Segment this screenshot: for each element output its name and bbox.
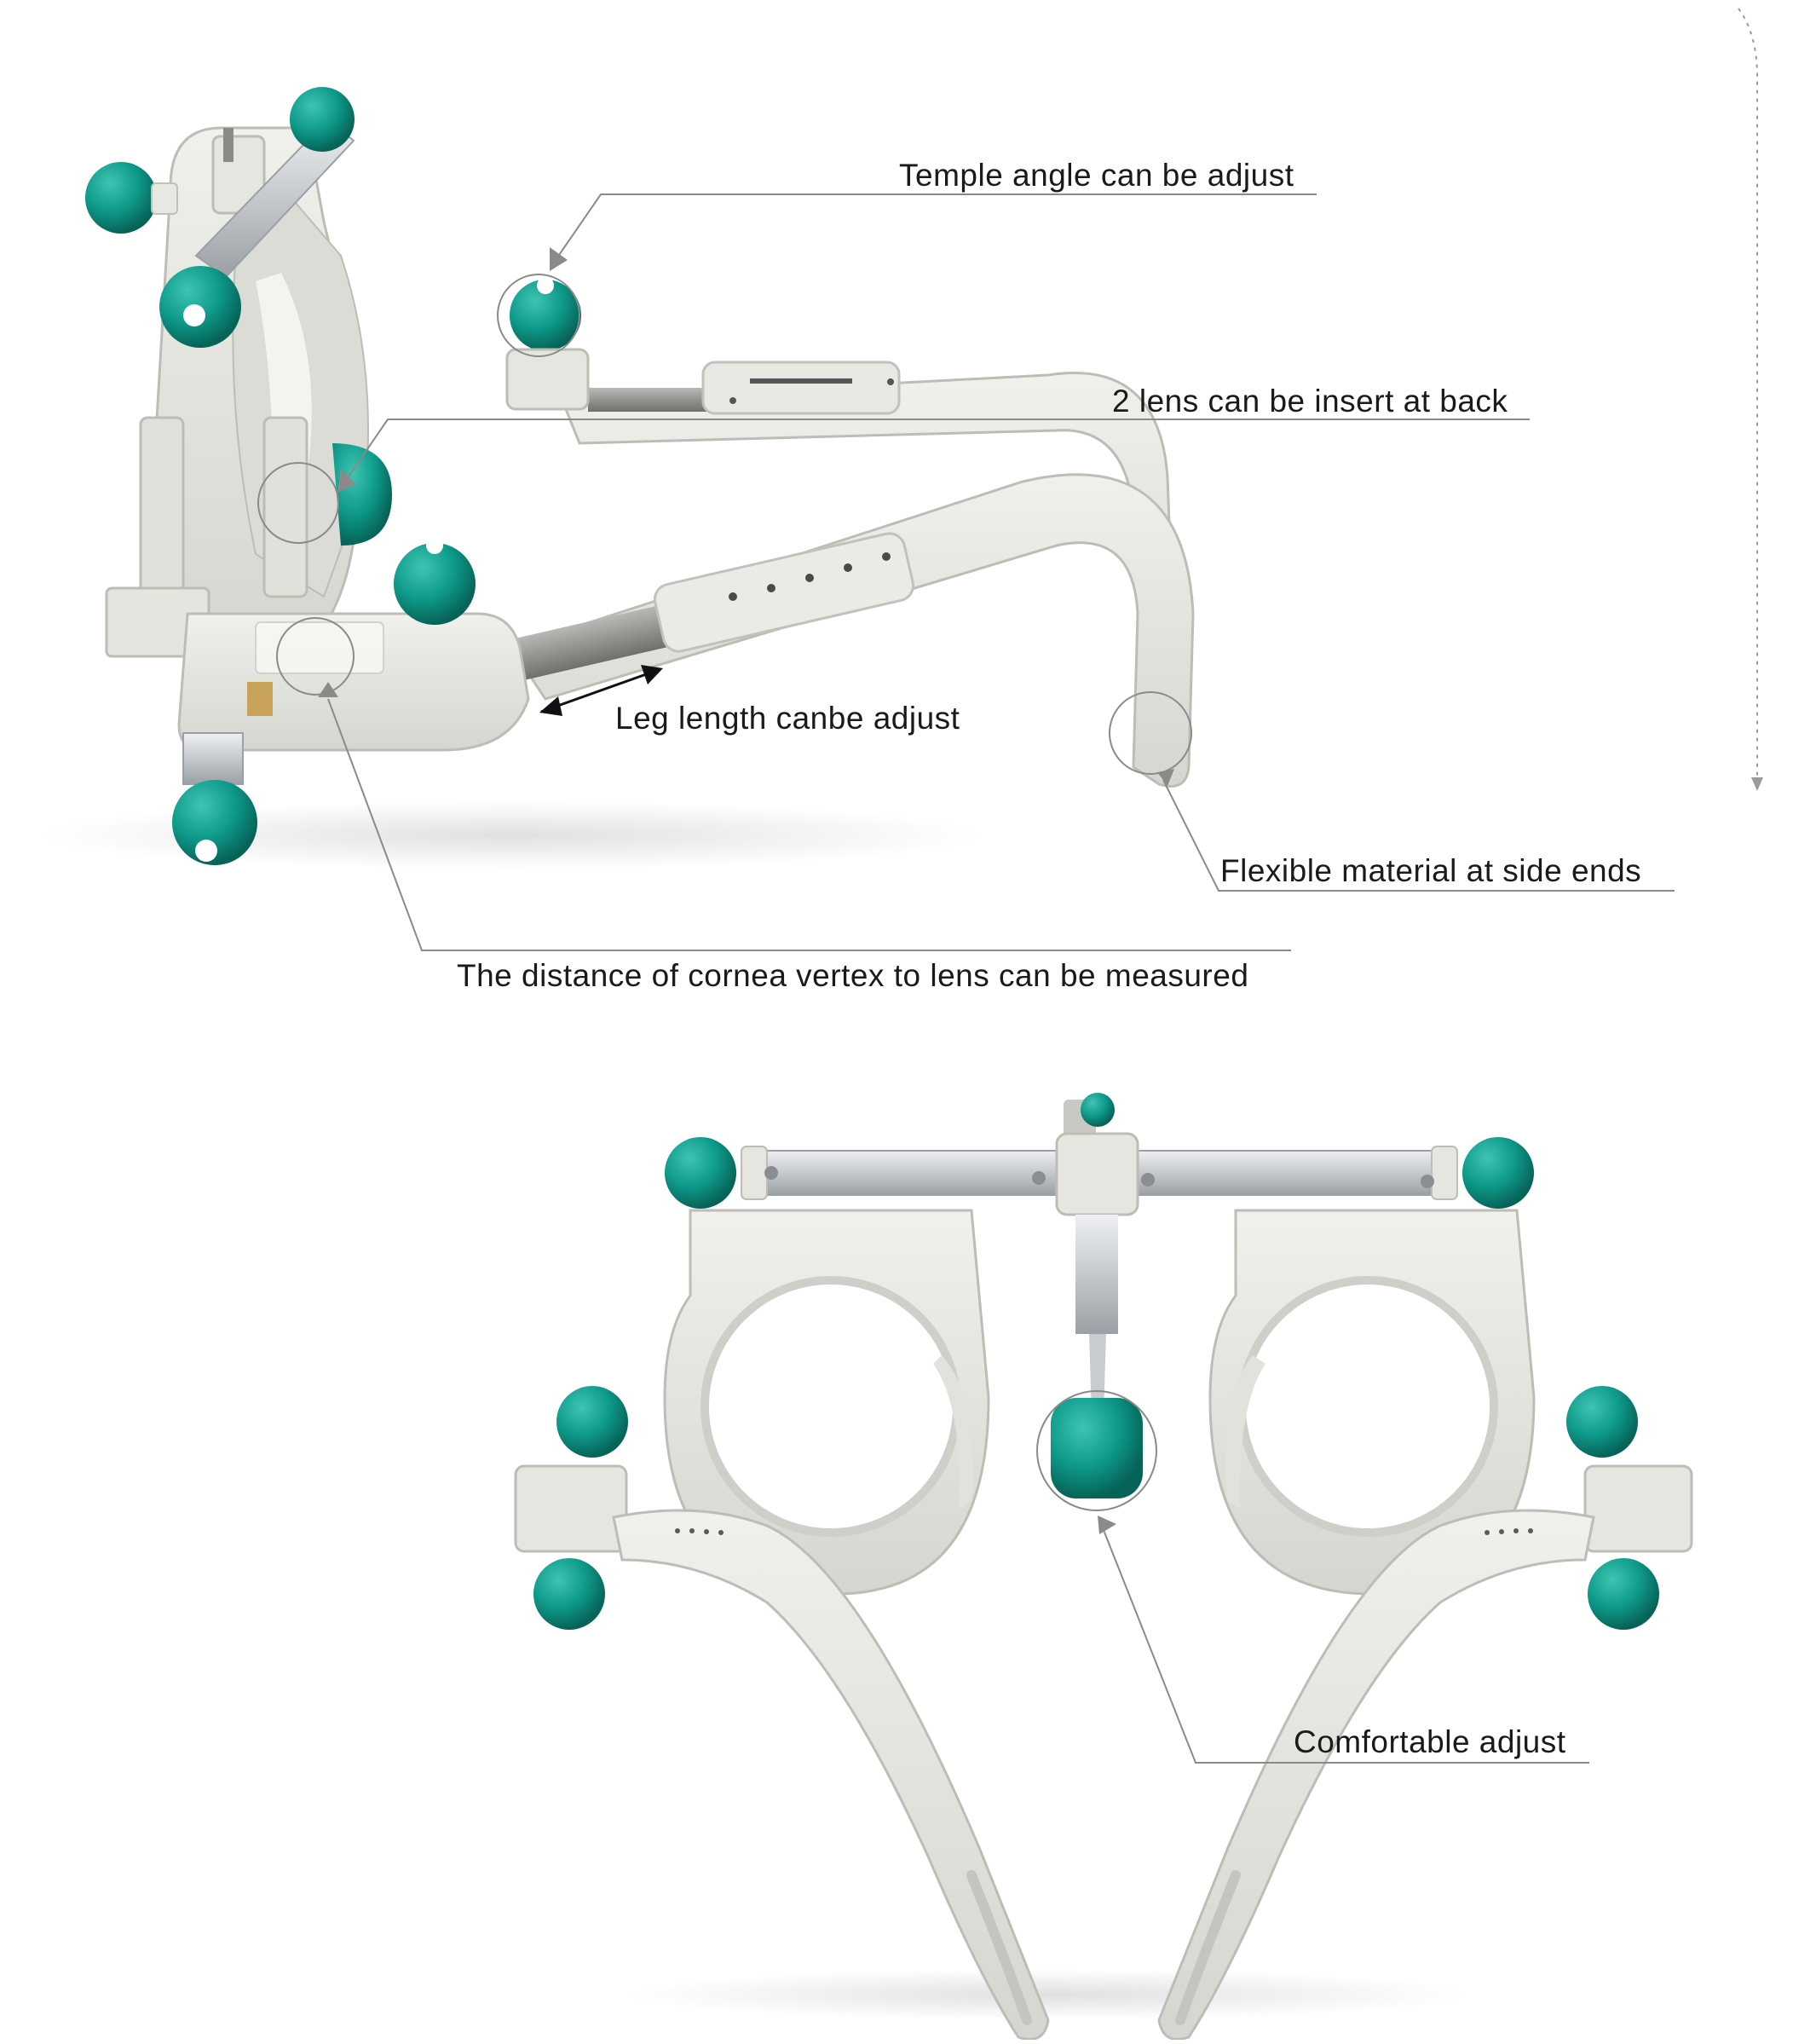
callout-lines-top (257, 193, 1675, 951)
callout-leg-length: Leg length canbe adjust (615, 701, 960, 736)
callout-arrowheads-top (318, 247, 1174, 786)
dotted-guide-line (1738, 8, 1763, 791)
leg-length-arrow (539, 665, 663, 716)
callout-arrowhead-bottom (1098, 1516, 1116, 1534)
callout-lines-bottom (1036, 1390, 1589, 1764)
callout-flexible-material: Flexible material at side ends (1220, 853, 1642, 888)
callout-cornea-distance: The distance of cornea vertex to lens ca… (457, 958, 1249, 993)
callout-temple-angle: Temple angle can be adjust (899, 158, 1294, 193)
callout-lens-insert: 2 lens can be insert at back (1112, 384, 1508, 419)
trial-frame-front-view (514, 1093, 1693, 2041)
callout-comfortable-adjust: Comfortable adjust (1294, 1724, 1566, 1759)
trial-frame-side-view (34, 87, 1195, 869)
